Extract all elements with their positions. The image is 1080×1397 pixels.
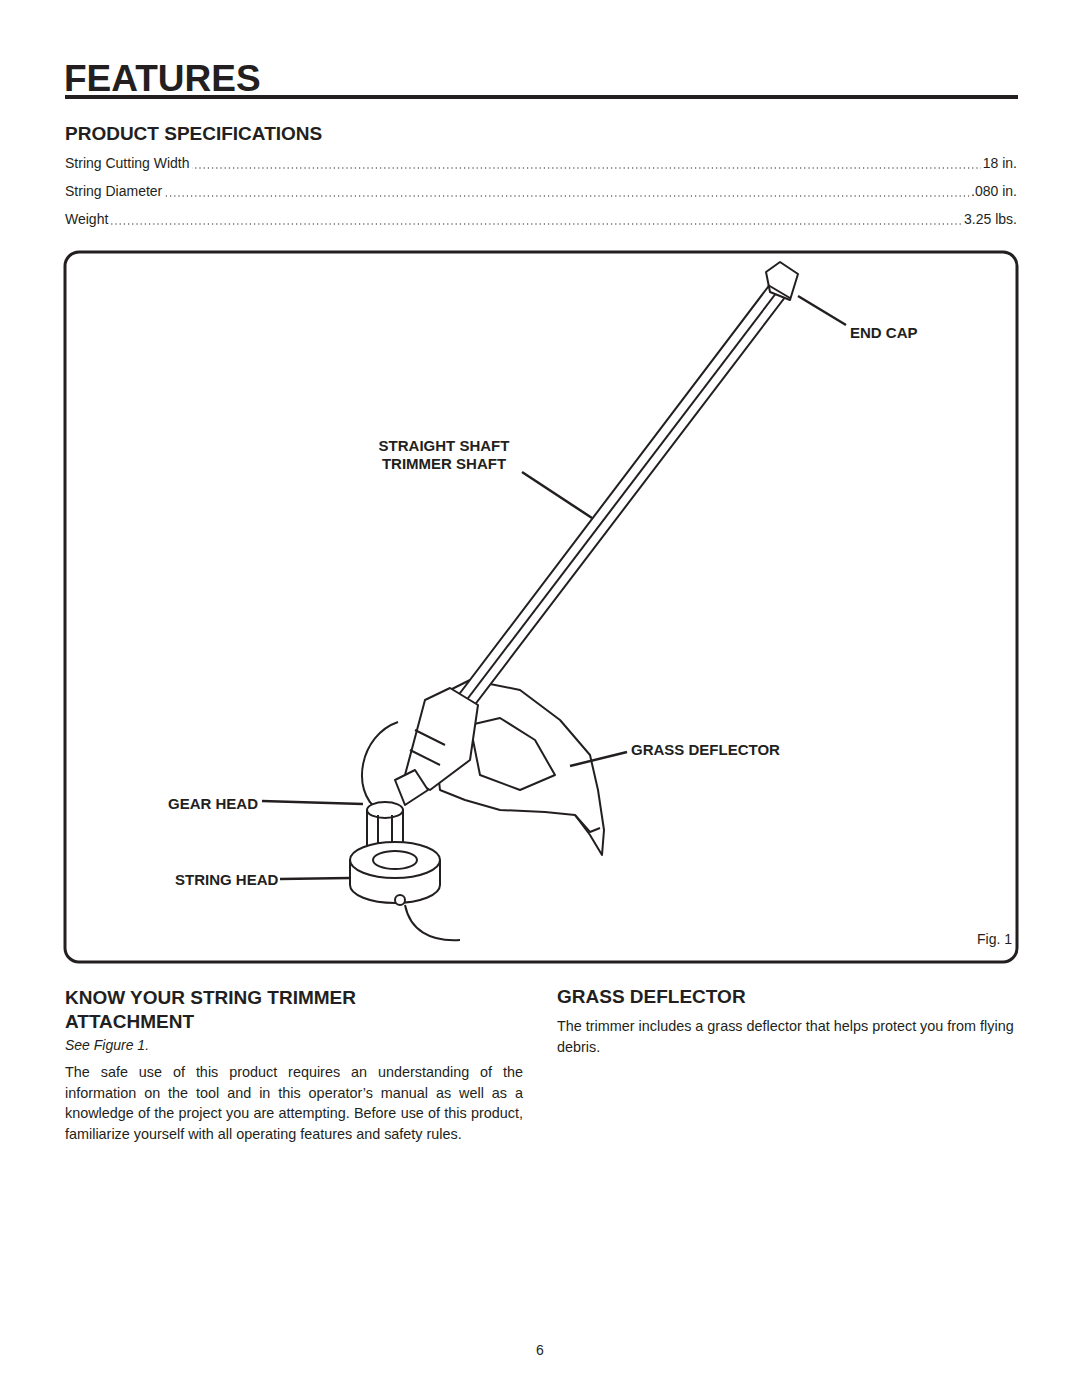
body-text: The safe use of this product requires an… [65,1062,523,1144]
callout-label: GRASS DEFLECTOR [631,741,780,758]
spec-value: 3.25 lbs. [962,211,1019,227]
spec-name: Weight [63,211,110,227]
figure-number: Fig. 1 [977,931,1012,947]
section-heading: PRODUCT SPECIFICATIONS [65,123,322,145]
spec-value: .080 in. [969,183,1019,199]
leader-lines [262,296,846,879]
spec-name: String Cutting Width [63,155,192,171]
page-number: 6 [530,1342,550,1358]
figure-frame [65,252,1017,962]
dot-leaders [65,168,1015,224]
spec-value: 18 in. [981,155,1019,171]
page-heading: FEATURES [64,58,261,101]
body-text: The trimmer includes a grass deflector t… [557,1016,1017,1057]
section-heading: GRASS DEFLECTOR [557,986,746,1008]
section-heading: KNOW YOUR STRING TRIMMER ATTACHMENT [65,986,485,1034]
trimmer-drawing [350,262,798,940]
callout-label: END CAP [850,324,918,341]
figure-reference: See Figure 1. [65,1037,149,1053]
callout-label: STRAIGHT SHAFT TRIMMER SHAFT [370,437,518,473]
callout-label: GEAR HEAD [168,795,258,812]
spec-name: String Diameter [63,183,164,199]
callout-label: STRING HEAD [175,871,278,888]
